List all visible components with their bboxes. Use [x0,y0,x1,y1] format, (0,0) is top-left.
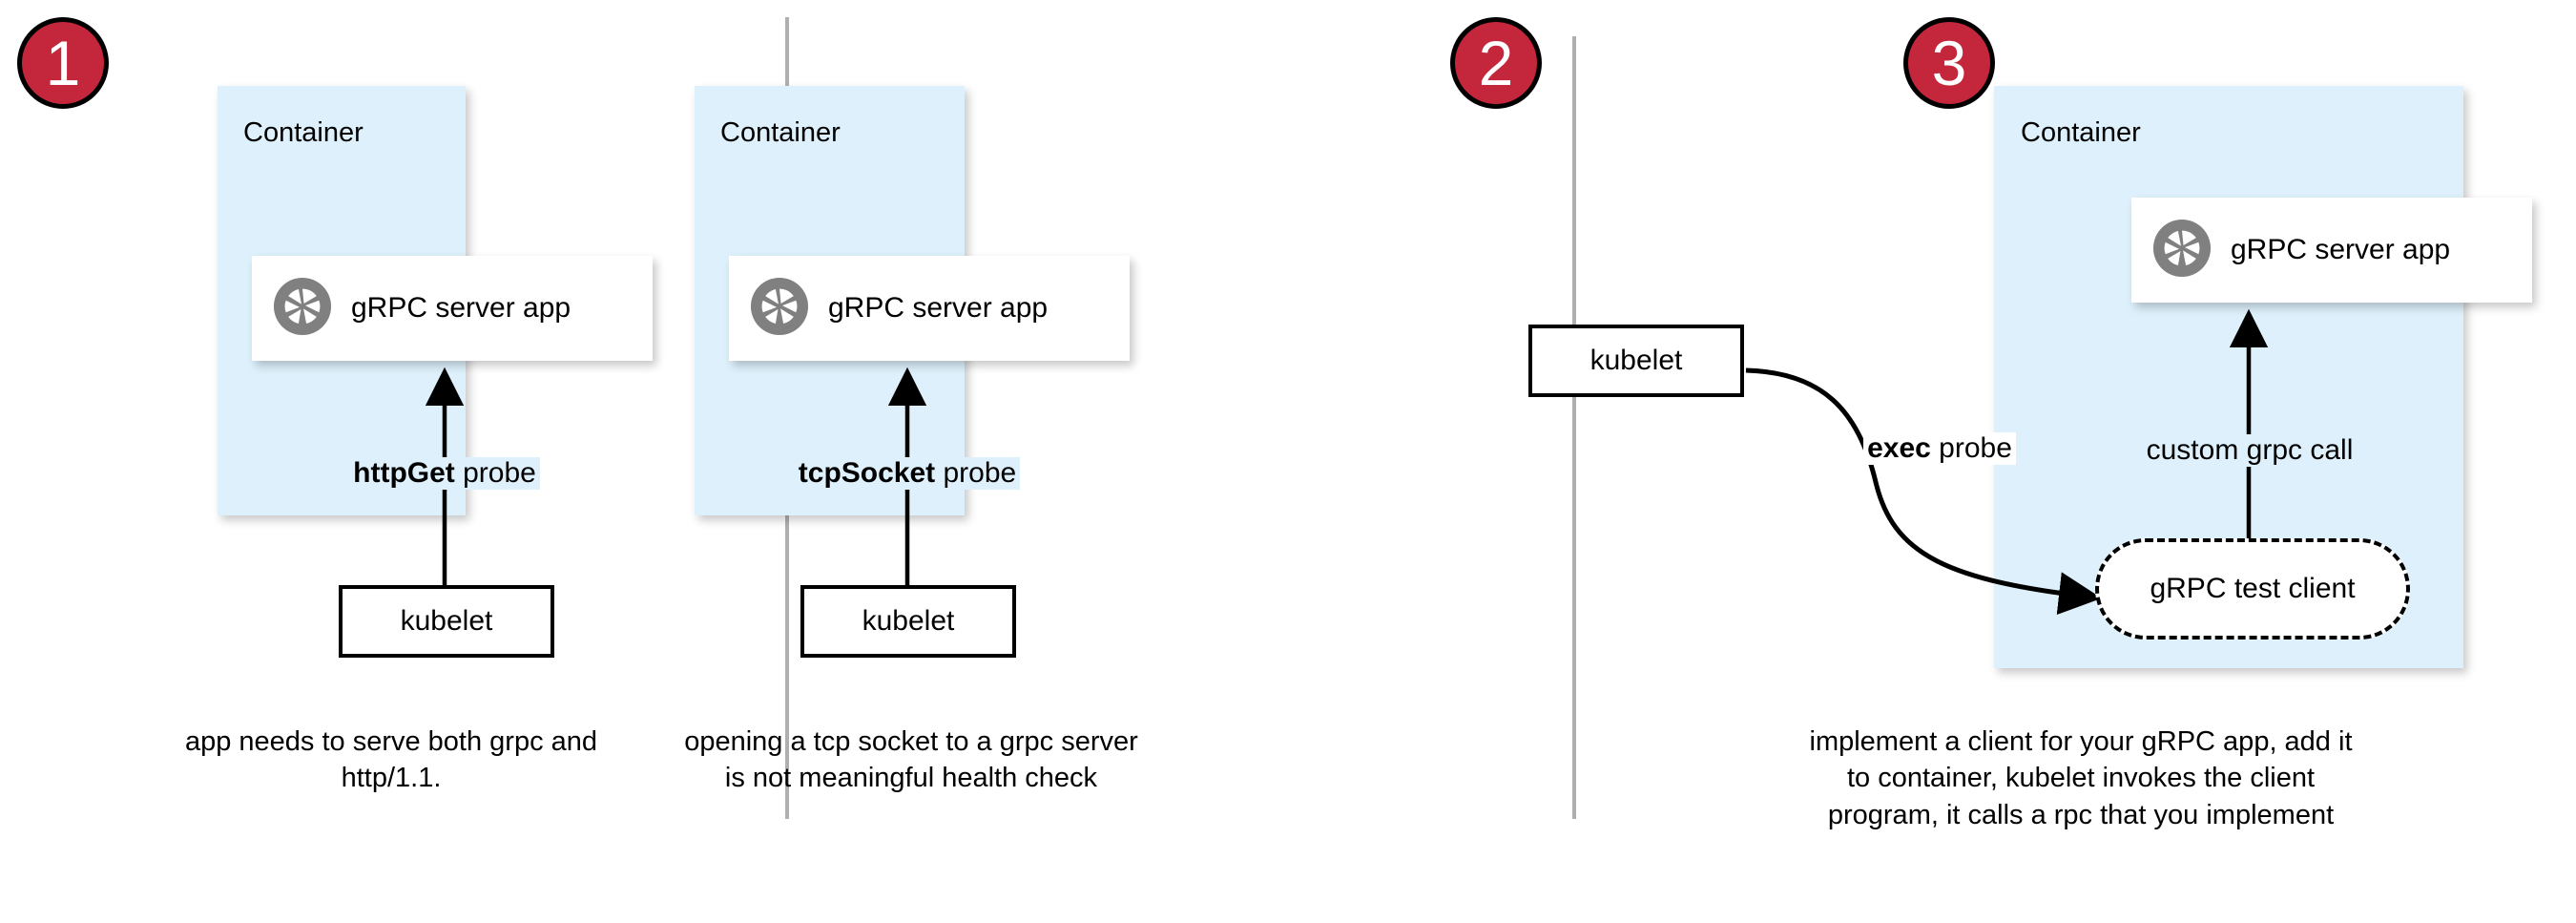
step-badge-2: 2 [1450,17,1542,109]
grpc-test-client-pill: gRPC test client [2095,538,2410,640]
grpc-server-app-card: gRPC server app [252,256,653,361]
grpc-aperture-icon [750,277,809,341]
custom-grpc-call-text: custom grpc call [2142,434,2358,467]
kubelet-label: kubelet [862,605,955,637]
step-badge-number: 1 [45,28,81,98]
panel-divider-2 [1572,36,1576,819]
kubelet-box: kubelet [339,585,554,658]
probe-type-bold: exec [1867,432,1931,464]
container-label: Container [720,117,841,148]
kubelet-box: kubelet [800,585,1016,658]
custom-grpc-call-label: custom grpc call [2092,431,2407,470]
grpc-server-app-label: gRPC server app [828,292,1049,324]
step-badge-3: 3 [1903,17,1995,109]
kubelet-label: kubelet [1589,345,1683,376]
grpc-aperture-icon [2152,219,2212,283]
step-badge-number: 3 [1931,28,1967,98]
panel-httpget-probe: 1 Container gRPC server app [0,0,785,923]
probe-type-rest: probe [1930,432,2012,464]
httpget-probe-label: httpGet probe [282,454,607,493]
container-label: Container [2021,117,2141,148]
panel-caption: implement a client for your gRPC app, ad… [1809,726,2353,830]
exec-probe-label: exec probe [1830,430,2049,468]
step-badge-1: 1 [17,17,109,109]
kubelet-box: kubelet [1528,325,1744,397]
panel-caption: app needs to serve both grpc and http/1.… [184,726,598,794]
probe-type-bold: httpGet [353,457,455,489]
grpc-server-app-card: gRPC server app [729,256,1130,361]
panel-tcpsocket-probe: 2 Container gRPC server app [684,0,1572,923]
probe-type-rest: probe [935,457,1017,489]
probe-type-rest: probe [454,457,536,489]
grpc-server-app-label: gRPC server app [351,292,571,324]
step-badge-number: 2 [1478,28,1514,98]
grpc-aperture-icon [273,277,332,341]
panel-exec-probe: 3 Container gRPC server app [1528,0,2576,923]
probe-type-bold: tcpSocket [798,457,936,489]
panel-caption: opening a tcp socket to a grpc server is… [684,726,1138,794]
container-label: Container [243,117,364,148]
grpc-server-app-card: gRPC server app [2131,198,2532,303]
grpc-test-client-label: gRPC test client [2150,573,2356,604]
kubelet-label: kubelet [400,605,493,637]
exec-probe-curve [1745,367,2102,616]
grpc-server-app-label: gRPC server app [2231,234,2451,265]
tcpsocket-probe-label: tcpSocket probe [739,454,1075,493]
